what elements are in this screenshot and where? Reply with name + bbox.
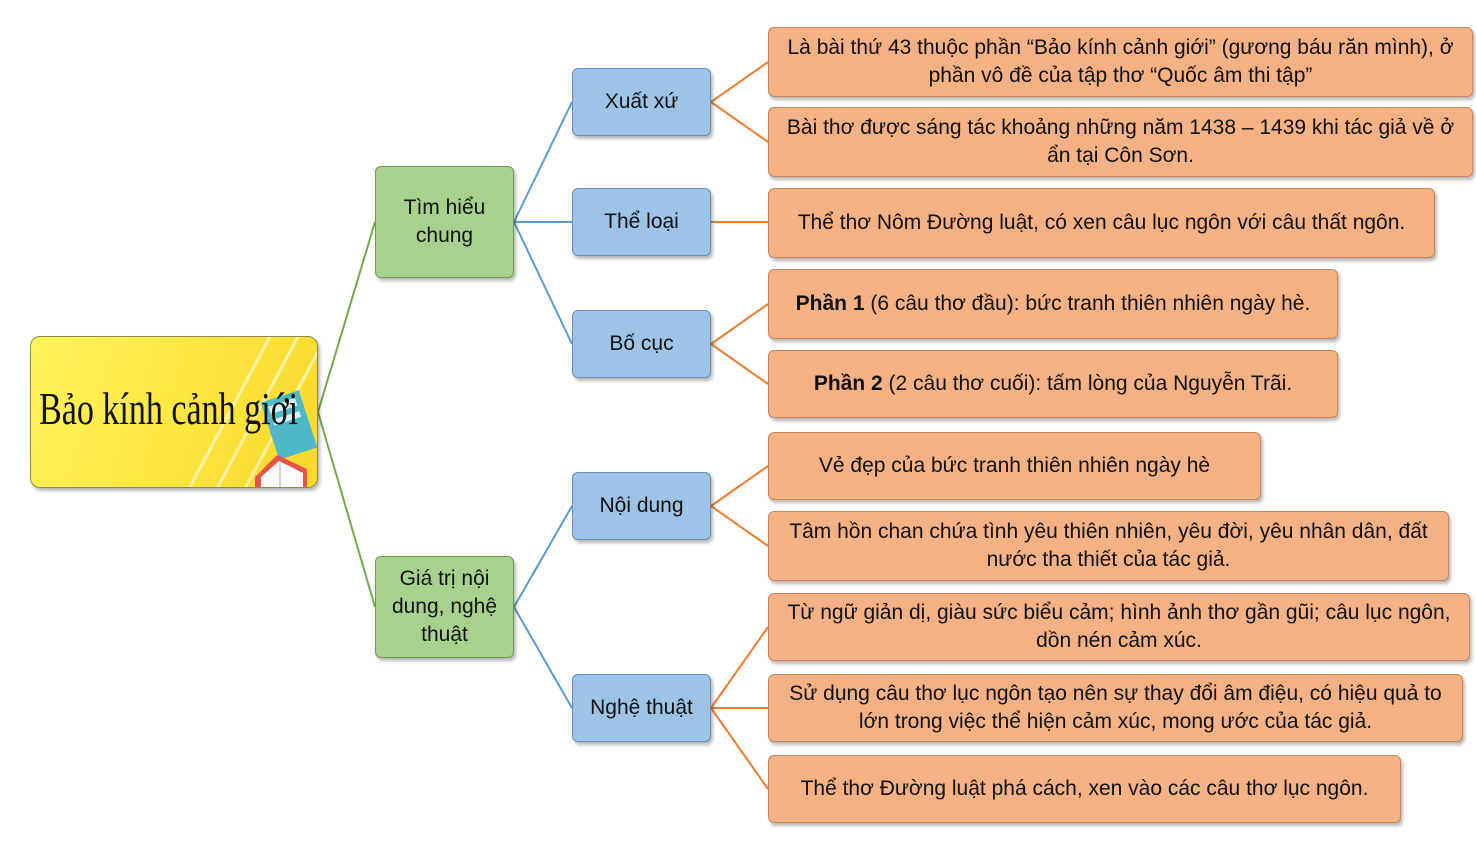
leaf-text: Từ ngữ giản dị, giàu sức biểu cảm; hình … [787,601,1451,652]
link-nghe-thuat-leaf-1 [710,626,769,709]
topic-xuat-xu[interactable]: Xuất xứ [572,68,711,136]
leaf-text: Vẻ đẹp của bức tranh thiên nhiên ngày hè [818,454,1211,477]
link-xuat-xu-leaf-1 [710,61,769,103]
leaf-text: Sử dụng câu thơ lục ngôn tạo nên sự thay… [789,682,1442,733]
leaf-bo-cuc-2: Phần 2 (2 câu thơ cuối): tấm lòng của Ng… [768,350,1338,418]
leaf-text: Là bài thứ 43 thuộc phần “Bảo kính cảnh … [787,36,1454,87]
branch-tim-hieu-chung[interactable]: Tìm hiểu chung [375,166,514,278]
link-root-gia-tri [317,411,376,608]
root-node: Bảo kính cảnh giới [30,336,318,488]
link-noi-dung-leaf-1 [710,465,769,507]
leaf-text-wrap: Phần 1 (6 câu thơ đầu): bức tranh thiên … [790,290,1317,318]
leaf-nghe-thuat-2: Sử dụng câu thơ lục ngôn tạo nên sự thay… [768,674,1463,742]
leaf-text: Thể thơ Đường luật phá cách, xen vào các… [800,777,1369,800]
link-gia-tri-noi-dung [513,505,573,608]
leaf-text: Tâm hồn chan chứa tình yêu thiên nhiên, … [789,520,1428,571]
link-tim-hieu-bo-cuc [513,221,573,345]
topic-noi-dung[interactable]: Nội dung [572,472,711,540]
leaf-bold-label: Phần 1 [795,292,865,315]
link-noi-dung-leaf-2 [710,505,769,547]
leaf-text-wrap: Phần 2 (2 câu thơ cuối): tấm lòng của Ng… [808,370,1298,398]
leaf-text: (6 câu thơ đầu): bức tranh thiên nhiên n… [864,292,1311,315]
leaf-the-loai-1: Thể thơ Nôm Đường luật, có xen câu lục n… [768,188,1435,258]
link-tim-hieu-xuat-xu [513,101,573,223]
topic-label: Thể loại [604,210,679,233]
branch-label: Tìm hiểu chung [403,196,486,247]
topic-bo-cuc[interactable]: Bố cục [572,310,711,378]
leaf-bo-cuc-1: Phần 1 (6 câu thơ đầu): bức tranh thiên … [768,269,1338,339]
leaf-xuat-xu-2: Bài thơ được sáng tác khoảng những năm 1… [768,107,1473,177]
leaf-text: Thể thơ Nôm Đường luật, có xen câu lục n… [797,211,1406,234]
leaf-noi-dung-2: Tâm hồn chan chứa tình yêu thiên nhiên, … [768,511,1449,581]
link-nghe-thuat-leaf-3 [710,707,769,790]
link-xuat-xu-leaf-2 [710,101,769,143]
leaf-xuat-xu-1: Là bài thứ 43 thuộc phần “Bảo kính cảnh … [768,27,1473,97]
topic-label: Bố cục [609,332,674,355]
leaf-nghe-thuat-1: Từ ngữ giản dị, giàu sức biểu cảm; hình … [768,593,1470,661]
branch-label: Giá trị nội dung, nghệ thuật [391,567,498,646]
topic-the-loai[interactable]: Thể loại [572,188,711,256]
leaf-bold-label: Phần 2 [813,372,883,395]
topic-label: Nội dung [599,494,684,517]
leaf-noi-dung-1: Vẻ đẹp của bức tranh thiên nhiên ngày hè [768,432,1261,500]
root-title: Bảo kính cảnh giới [39,383,299,434]
link-bo-cuc-leaf-2 [710,343,769,385]
link-root-tim-hieu-chung [317,221,376,413]
topic-nghe-thuat[interactable]: Nghệ thuật [572,674,711,742]
leaf-text: Bài thơ được sáng tác khoảng những năm 1… [786,116,1455,167]
link-bo-cuc-leaf-1 [710,303,769,345]
leaf-text: (2 câu thơ cuối): tấm lòng của Nguyễn Tr… [882,372,1293,395]
leaf-nghe-thuat-3: Thể thơ Đường luật phá cách, xen vào các… [768,755,1401,823]
branch-gia-tri-noi-dung-nghe-thuat[interactable]: Giá trị nội dung, nghệ thuật [375,556,514,658]
book-icon [255,390,317,487]
topic-label: Xuất xứ [604,90,679,113]
link-gia-tri-nghe-thuat [513,606,573,709]
topic-label: Nghệ thuật [590,696,693,719]
